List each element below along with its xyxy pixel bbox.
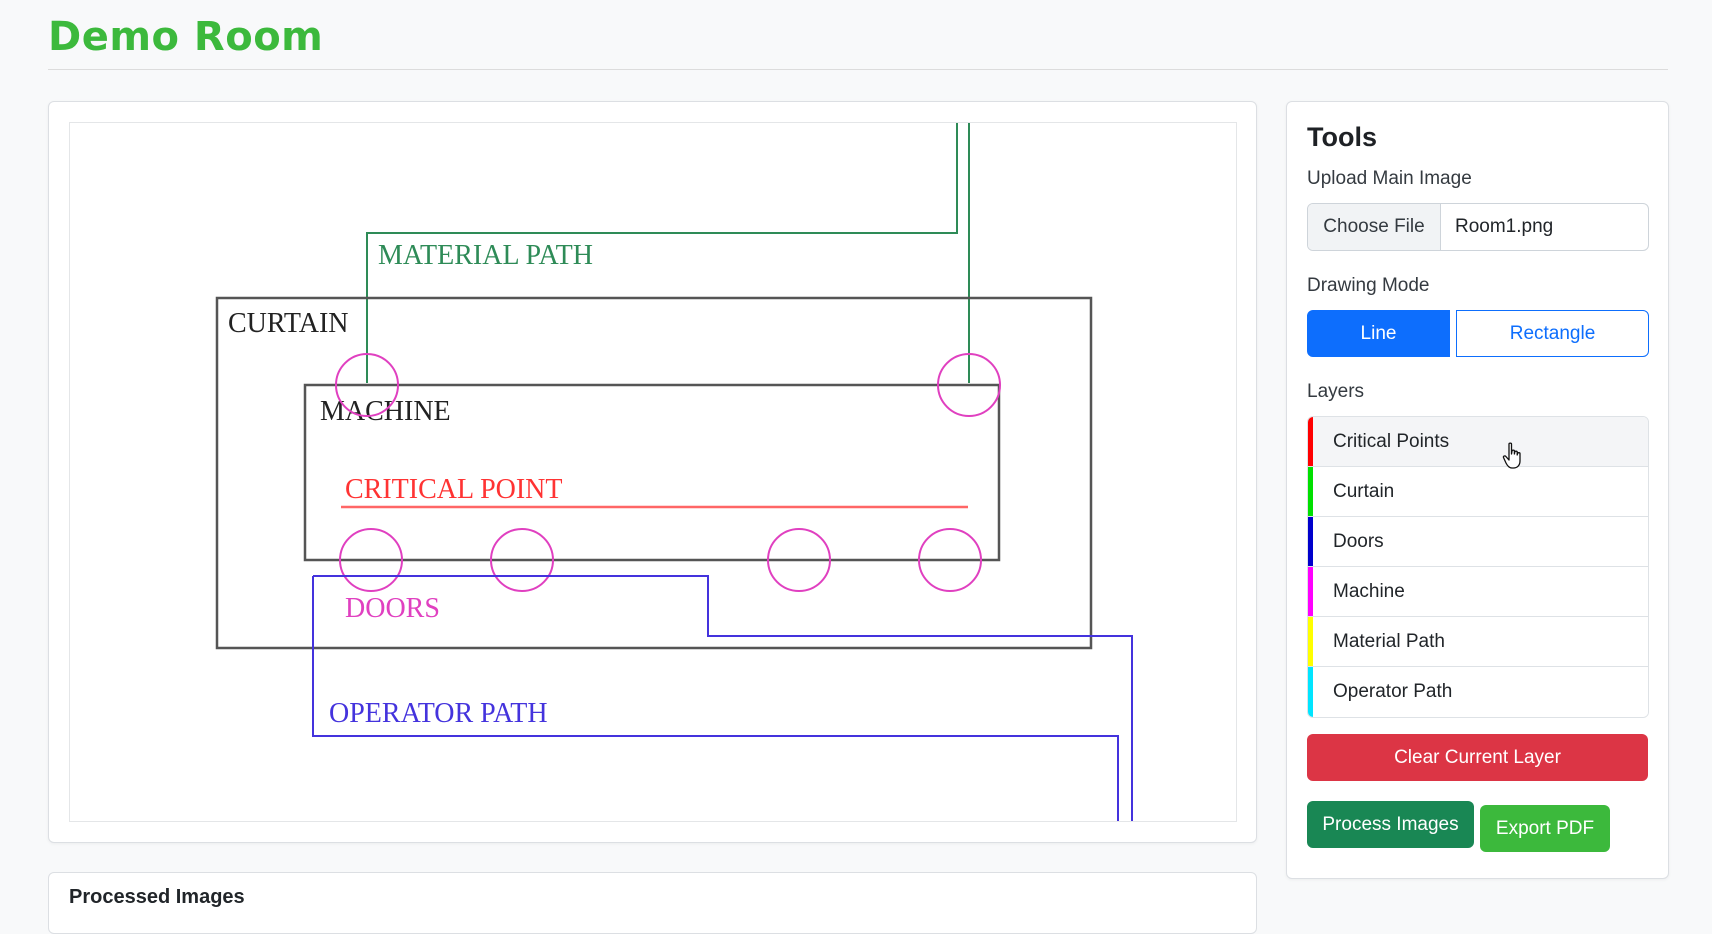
layer-color-swatch [1308, 567, 1313, 616]
layer-label: Machine [1333, 580, 1405, 602]
clear-layer-button[interactable]: Clear Current Layer [1307, 734, 1648, 781]
processed-images-title: Processed Images [69, 886, 245, 908]
layer-item-curtain[interactable]: Curtain [1308, 467, 1648, 517]
layer-item-operator-path[interactable]: Operator Path [1308, 667, 1648, 717]
material-path-label: MATERIAL PATH [378, 240, 593, 271]
drawing-mode-group: Line Rectangle [1307, 310, 1649, 357]
choose-file-button[interactable]: Choose File [1308, 204, 1441, 250]
tools-title: Tools [1307, 122, 1377, 152]
layer-label: Curtain [1333, 480, 1395, 502]
layers-list: Critical Points Curtain Doors Machine Ma… [1307, 416, 1649, 718]
curtain-label: CURTAIN [228, 308, 349, 339]
file-name: Room1.png [1455, 216, 1554, 237]
doors-label: DOORS [345, 593, 440, 624]
layer-color-swatch [1308, 617, 1313, 666]
operator-path-line [313, 575, 1133, 821]
hand-cursor-icon [1502, 442, 1521, 469]
operator-path-line-2 [312, 576, 1119, 821]
floorplan-drawing: MATERIAL PATH CURTAIN MACHINE CRITICAL P… [215, 123, 1133, 821]
process-images-button[interactable]: Process Images [1307, 801, 1474, 848]
curtain-rect [215, 296, 1093, 650]
door-circle [490, 528, 554, 592]
layer-label: Critical Points [1333, 430, 1450, 452]
layer-label: Material Path [1333, 630, 1445, 652]
mode-line-button[interactable]: Line [1307, 310, 1450, 357]
layer-item-machine[interactable]: Machine [1308, 567, 1648, 617]
marker-circle [937, 353, 1001, 417]
export-pdf-button[interactable]: Export PDF [1480, 805, 1610, 852]
layer-label: Doors [1333, 530, 1384, 552]
layer-item-material-path[interactable]: Material Path [1308, 617, 1648, 667]
file-input[interactable]: Choose File Room1.png [1307, 203, 1649, 251]
drawing-canvas[interactable]: MATERIAL PATH CURTAIN MACHINE CRITICAL P… [69, 122, 1237, 822]
door-circle [918, 528, 982, 592]
layer-color-swatch [1308, 667, 1313, 717]
processed-images-card: Processed Images [48, 872, 1257, 934]
canvas-card: MATERIAL PATH CURTAIN MACHINE CRITICAL P… [48, 101, 1257, 843]
marker-circle [335, 353, 399, 417]
layer-item-doors[interactable]: Doors [1308, 517, 1648, 567]
page-title: Demo Room [48, 14, 324, 60]
layer-color-swatch [1308, 417, 1313, 466]
layer-item-critical-points[interactable]: Critical Points [1308, 417, 1648, 467]
tools-panel: Tools Upload Main Image Choose File Room… [1286, 101, 1669, 879]
door-circle [339, 528, 403, 592]
drawing-mode-label: Drawing Mode [1307, 275, 1430, 296]
layers-label: Layers [1307, 381, 1365, 402]
layer-color-swatch [1308, 517, 1313, 566]
mode-rectangle-button[interactable]: Rectangle [1456, 310, 1649, 357]
layer-color-swatch [1308, 467, 1313, 516]
machine-rect [303, 383, 1001, 562]
title-divider [48, 69, 1668, 70]
operator-path-label: OPERATOR PATH [329, 698, 548, 729]
door-circle [767, 528, 831, 592]
machine-label: MACHINE [320, 396, 451, 427]
material-path-line [366, 123, 958, 383]
layer-label: Operator Path [1333, 681, 1453, 702]
upload-label: Upload Main Image [1307, 168, 1472, 189]
critical-point-label: CRITICAL POINT [345, 474, 563, 505]
